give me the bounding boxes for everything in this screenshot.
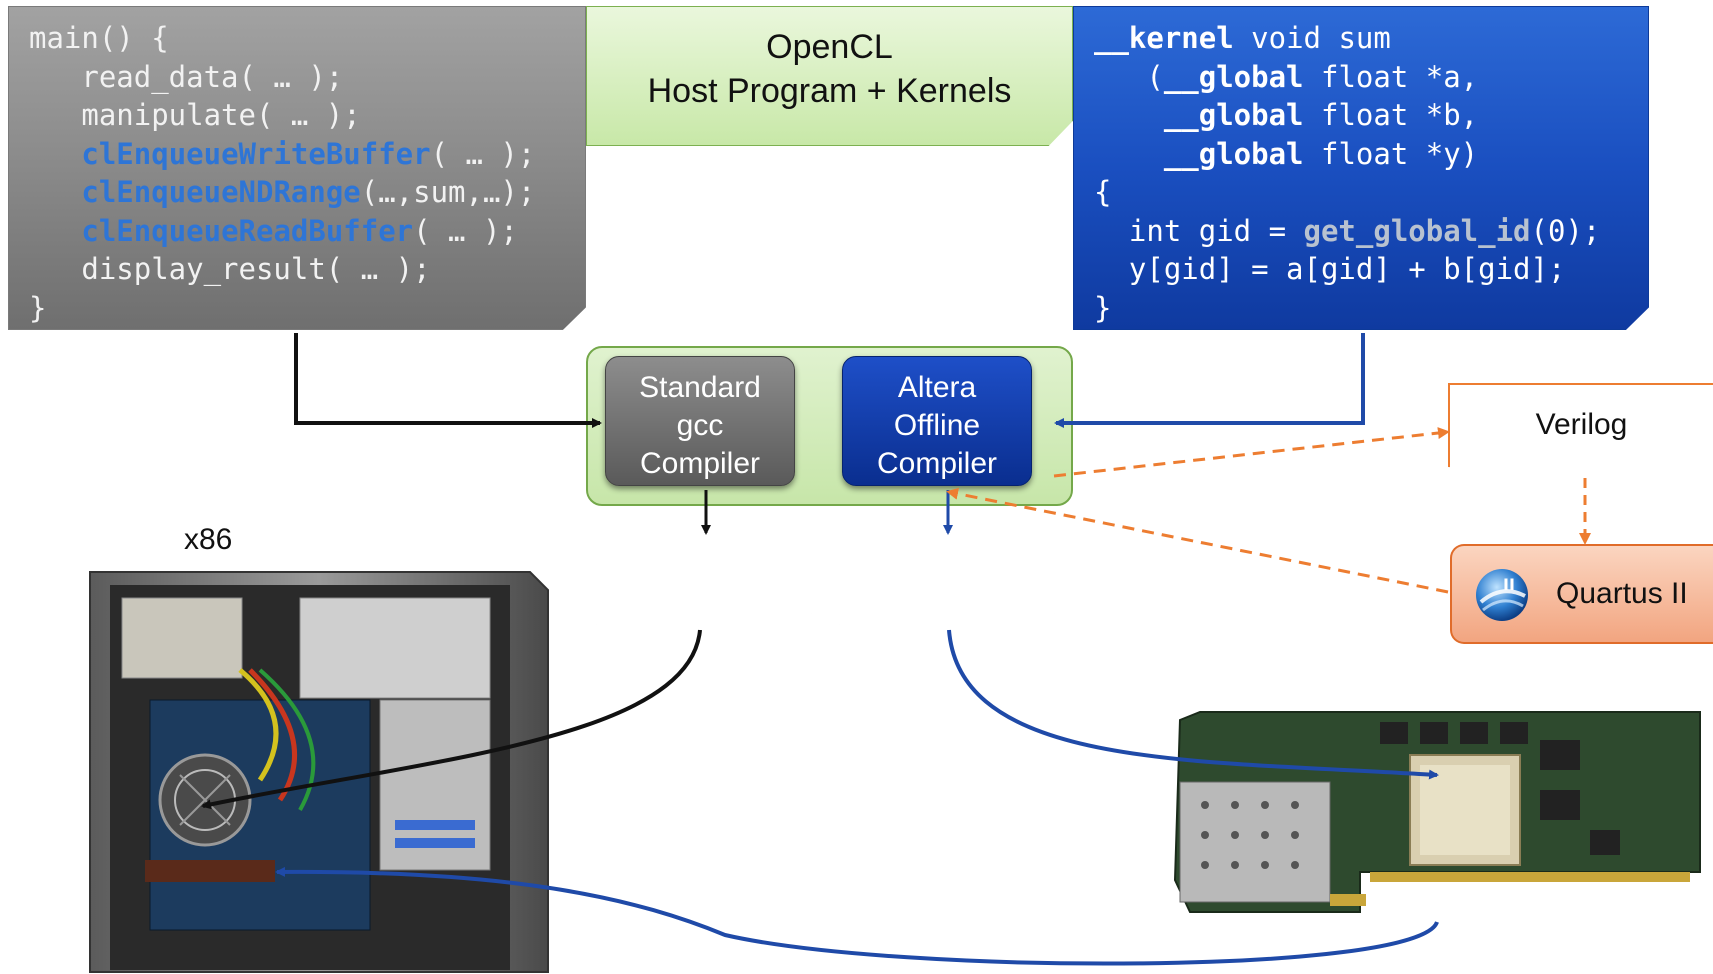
host-code-token: ( … ); [413,213,518,248]
kernel-code-token: y[gid] = a[gid] + b[gid]; [1094,252,1566,286]
title-line-1: OpenCL [766,28,893,66]
svg-text:II: II [1503,575,1515,594]
host-code-token: display_result( … ); [29,252,431,286]
aoc-to-verilog-arrow [1053,427,1450,478]
gcc-compiler-box: Standard gcc Compiler [605,356,795,486]
kernel-code-token: int gid = [1094,213,1304,248]
kernel-code-token: float *b, [1303,98,1479,132]
host-program-code: main() { read_data( … ); manipulate( … )… [8,6,586,330]
host-code-line: display_result( … ); [29,250,585,289]
host-code-token: (…,sum,…); [360,175,536,209]
host-code-line: read_data( … ); [29,58,585,97]
kernel-code-line: int gid = get_global_id(0); [1094,212,1648,251]
kernel-code-line: __kernel void sum [1094,19,1648,58]
kernel-code-token: { [1094,175,1112,209]
host-code-line: clEnqueueNDRange(…,sum,…); [29,173,585,212]
host-code-line: main() { [29,19,585,58]
verilog-label: Verilog [1535,408,1628,441]
quartus-to-aoc-arrow [946,487,1449,594]
host-code-token: read_data( … ); [29,59,344,94]
gcc-line-2: gcc [676,409,724,442]
altera-offline-compiler-box: Altera Offline Compiler [842,356,1032,486]
fpga-board-image [1173,711,1701,913]
image-to-fpga-arrow [947,629,1439,780]
x86-pc-tower-image [89,571,549,973]
title-line-2: Host Program + Kernels [647,72,1012,110]
kernel-code-token: void sum [1233,21,1391,55]
kernel-code-token: float *a, [1303,59,1479,94]
quartus-label: Quartus II [1556,577,1688,610]
aoc-line-1: Altera [897,371,977,404]
kernel-code-token: float *y) [1303,136,1479,171]
kernel-code-line: } [1094,289,1648,328]
kernel-code-line: __global float *b, [1094,96,1648,135]
host-code-token: } [29,290,47,325]
aoc-line-3: Compiler [876,447,998,480]
kernel-code-token: __global [1163,136,1304,171]
kernel-code-token: __global [1163,98,1304,132]
aoc-line-2: Offline [893,409,981,442]
host-code-token: clEnqueueNDRange [81,175,361,209]
exe-to-pc-arrow [201,629,702,810]
host-code-token: main() { [29,21,169,55]
kernel-code-line: y[gid] = a[gid] + b[gid]; [1094,250,1648,289]
kernel-to-aoc-arrow [1054,333,1365,428]
kernel-code-line: (__global float *a, [1094,58,1648,97]
host-code-line: } [29,289,585,328]
gcc-line-3: Compiler [639,447,761,480]
host-code-token: ( … ); [430,136,536,171]
pcie-link-arrow [275,866,1439,966]
host-code-line: clEnqueueReadBuffer( … ); [29,212,585,251]
kernel-code-line: { [1094,173,1648,212]
opencl-title-note: OpenCL Host Program + Kernels [586,6,1073,146]
kernel-code-line: __global float *y) [1094,135,1648,174]
kernel-code-token: __global [1163,59,1304,94]
host-code-token: manipulate( … ); [29,98,361,132]
host-code-line: clEnqueueWriteBuffer( … ); [29,135,585,174]
x86-label: x86 [184,523,233,556]
quartus-logo-icon: II [1476,569,1528,621]
gcc-line-1: Standard [639,371,761,404]
host-code-line: manipulate( … ); [29,96,585,135]
host-code-token: clEnqueueWriteBuffer [81,136,431,171]
kernel-code-token: (0); [1530,213,1601,248]
kernel-code-token: __kernel [1094,21,1234,55]
host-code-token: clEnqueueReadBuffer [81,213,414,248]
kernel-code-token: ( [1094,59,1164,94]
host-to-gcc-arrow [294,333,602,428]
kernel-code: __kernel void sum (__global float *a, __… [1073,6,1649,330]
kernel-code-token: get_global_id [1303,213,1531,248]
kernel-code-token: } [1094,290,1112,325]
